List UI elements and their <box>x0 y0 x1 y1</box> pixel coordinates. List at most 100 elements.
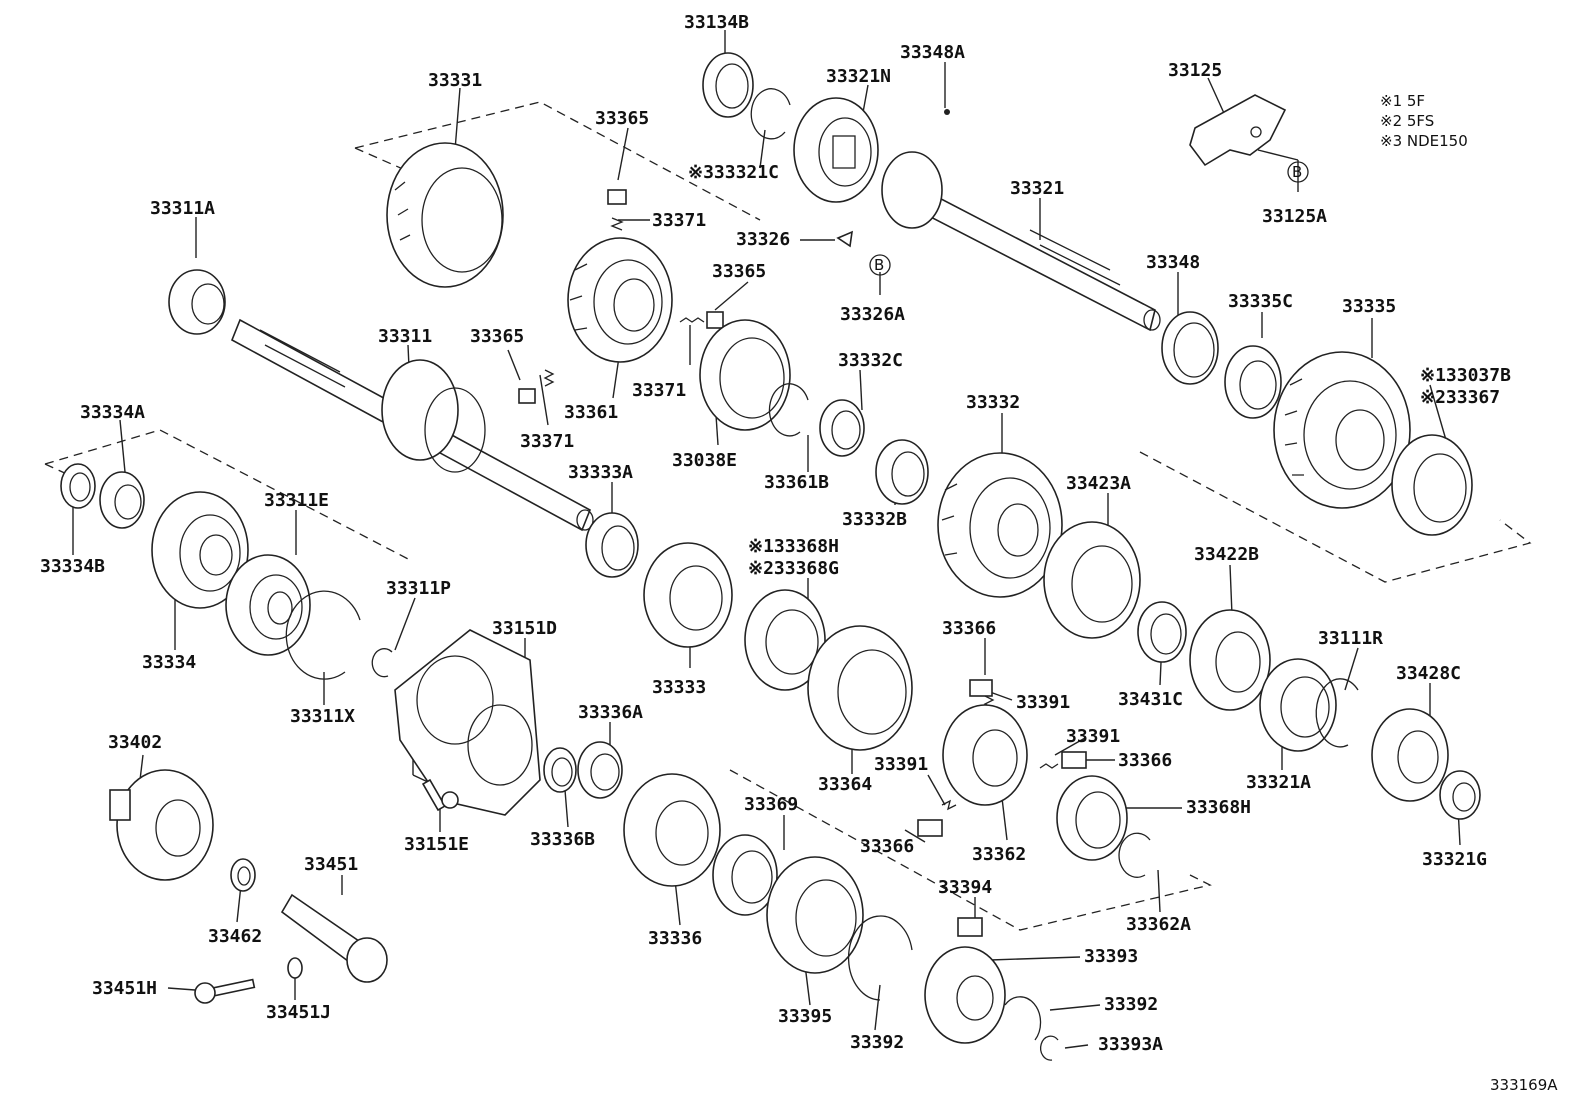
snap-ring-icon <box>768 383 809 437</box>
part-label: 33365 <box>470 326 524 347</box>
snap-ring-icon <box>750 88 791 140</box>
part-label: 33125A <box>1262 206 1327 227</box>
key-icon <box>957 917 983 937</box>
part-label: 33326 <box>736 229 790 250</box>
part-label: 33361B <box>764 472 829 493</box>
spring-icon <box>543 369 555 387</box>
bearing-33332B-icon <box>875 439 929 505</box>
part-label: 33326A <box>840 304 905 325</box>
spring-icon <box>610 217 624 231</box>
hub-33362-icon <box>942 704 1028 806</box>
shaft-33321-icon <box>881 151 1161 332</box>
gear-33334-icon <box>151 491 249 609</box>
part-label: 33333 <box>652 677 706 698</box>
oil-seal-33134B-icon <box>702 52 754 118</box>
parts-drawings: B B <box>60 52 1481 1061</box>
washer-icon <box>287 957 303 979</box>
part-label: 33335C <box>1228 291 1293 312</box>
gear-33428C-icon <box>1371 708 1449 802</box>
part-label: ※133368H <box>748 536 839 557</box>
part-label: 33125 <box>1168 60 1222 81</box>
spacer-33348-icon <box>1161 311 1219 385</box>
part-label: 33311 <box>378 326 432 347</box>
part-label: 33335 <box>1342 296 1396 317</box>
washer-33334B-icon <box>60 463 96 509</box>
badge-b-icon: B <box>1287 161 1309 183</box>
gear-33423A-icon <box>1043 521 1141 639</box>
bearing-33311A-icon <box>168 269 226 335</box>
shaft-33311-icon <box>230 318 594 532</box>
part-label: 33366 <box>860 836 914 857</box>
part-label: 33391 <box>1066 726 1120 747</box>
key-icon <box>1061 751 1087 769</box>
part-label: 33391 <box>1016 692 1070 713</box>
snap-ring-icon <box>1118 832 1151 878</box>
part-label: 33134B <box>684 12 749 33</box>
pin-icon <box>944 109 950 115</box>
part-label: 33038E <box>672 450 737 471</box>
part-label: 33321N <box>826 66 891 87</box>
bearing-33321N-icon <box>793 97 879 203</box>
part-label: 33332B <box>842 509 907 530</box>
hub-sleeve-33331-icon <box>386 142 504 288</box>
bolt-33451H-icon <box>194 978 256 1004</box>
part-label: 33364 <box>818 774 872 795</box>
bearing-33311E-icon <box>225 554 311 656</box>
plate-33125-icon <box>1189 94 1287 167</box>
synchro-ring-33369-icon <box>712 834 778 916</box>
washer-33332C-icon <box>819 399 865 457</box>
part-label: 33311E <box>264 490 329 511</box>
gear-33361-icon <box>567 237 673 363</box>
part-label: 33423A <box>1066 473 1131 494</box>
part-label: 33151D <box>492 618 557 639</box>
gear-33333-icon <box>643 542 733 648</box>
part-label: 33371 <box>632 380 686 401</box>
bearing-33321A-icon <box>1259 658 1337 752</box>
part-label: 33334A <box>80 402 145 423</box>
part-label: 33402 <box>108 732 162 753</box>
part-label: 33392 <box>850 1032 904 1053</box>
part-label: 33431C <box>1118 689 1183 710</box>
part-label: 33348 <box>1146 252 1200 273</box>
part-label: 33332C <box>838 350 903 371</box>
part-label: 33393A <box>1098 1034 1163 1055</box>
part-label: 33365 <box>712 261 766 282</box>
part-label: 33321A <box>1246 772 1311 793</box>
part-label: 33311P <box>386 578 451 599</box>
part-label: 33395 <box>778 1006 832 1027</box>
part-label: 33334 <box>142 652 196 673</box>
key-icon <box>518 388 536 404</box>
part-label: 33331 <box>428 70 482 91</box>
part-label: 33348A <box>900 42 965 63</box>
part-label: ※233367 <box>1420 387 1500 408</box>
part-label: 33332 <box>966 392 1020 413</box>
key-icon <box>607 189 627 205</box>
part-label: 33451J <box>266 1002 331 1023</box>
note-3: ※3 NDE150 <box>1380 132 1468 150</box>
bearing-33334A-icon <box>99 471 145 529</box>
part-label: ※133037B <box>1420 365 1511 386</box>
spring-icon <box>679 317 705 323</box>
part-label: 33334B <box>40 556 105 577</box>
gear-33336-icon <box>623 773 721 887</box>
needle-bearing-33333A-icon <box>585 512 639 578</box>
washer-33462-icon <box>230 858 256 892</box>
part-label: 33361 <box>564 402 618 423</box>
gear-33393-icon <box>924 946 1006 1044</box>
snap-ring-icon <box>1004 996 1042 1041</box>
collar-33431C-icon <box>1137 601 1187 663</box>
part-label: 33111R <box>1318 628 1383 649</box>
part-label: ※333321C <box>688 162 779 183</box>
svg-text:B: B <box>874 256 884 274</box>
washer-33336B-icon <box>543 747 577 793</box>
snap-ring-icon <box>285 590 361 680</box>
sleeve-33364-icon <box>807 625 913 751</box>
part-label: 33321G <box>1422 849 1487 870</box>
part-label: 33392 <box>1104 994 1158 1015</box>
synchro-ring-33368H-icon <box>1056 775 1128 861</box>
part-label: 33391 <box>874 754 928 775</box>
part-label: 33394 <box>938 877 992 898</box>
shim-icon <box>836 230 853 248</box>
part-label: 33311A <box>150 198 215 219</box>
